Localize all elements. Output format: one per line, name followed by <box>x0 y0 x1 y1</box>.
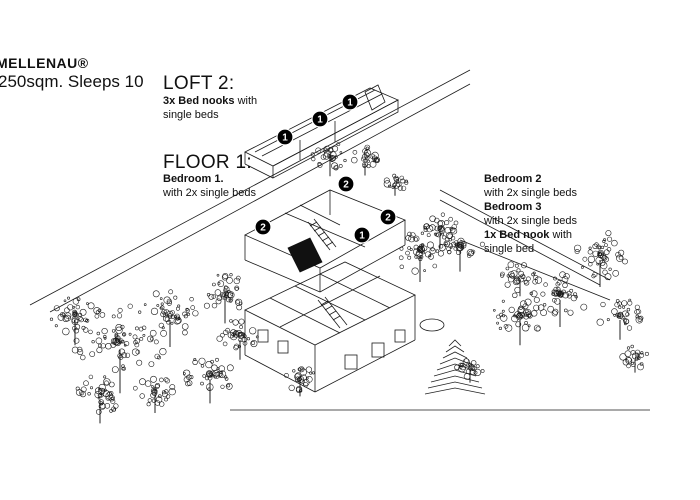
marker-badge-5: 2 <box>379 208 397 226</box>
tree-14 <box>529 271 588 327</box>
tree-18 <box>454 358 485 383</box>
bedroom-2-label: Bedroom 2 <box>484 173 542 185</box>
loft-rest-1: with <box>234 95 258 107</box>
tree-12 <box>423 212 459 249</box>
trees-layer <box>49 142 649 424</box>
tree-21 <box>75 374 119 424</box>
marker-number: 1 <box>282 133 288 144</box>
tree-7 <box>283 366 315 397</box>
tree-9 <box>351 144 381 176</box>
tree-5 <box>216 318 259 360</box>
marker-number: 1 <box>317 115 323 126</box>
marker-number: 1 <box>359 231 365 242</box>
marker-badge-1: 1 <box>276 128 294 146</box>
marker-number: 2 <box>343 180 349 191</box>
tree-20 <box>619 344 649 373</box>
tree-19 <box>383 173 409 196</box>
marker-badge-4: 2 <box>337 175 355 193</box>
tree-22 <box>133 375 176 413</box>
marker-badge-3: 1 <box>341 93 359 111</box>
marker-number: 2 <box>385 213 391 224</box>
tree-15 <box>573 230 628 287</box>
right-notes: Bedroom 2 with 2x single beds Bedroom 3 … <box>484 172 577 256</box>
tree-4 <box>203 272 243 324</box>
road-lines <box>29 69 650 411</box>
tree-16 <box>596 298 644 340</box>
bed-nook-rest-2: single bed <box>484 243 535 255</box>
tree-8 <box>310 142 347 177</box>
bedroom-1-label: Bedroom 1. <box>163 173 224 185</box>
bed-nook-label: 1x Bed nook <box>484 229 550 241</box>
bedroom-1-detail: with 2x single beds <box>163 187 256 199</box>
floor-1-volume <box>244 189 406 293</box>
conifer-tree <box>424 339 486 395</box>
tree-6 <box>183 357 234 404</box>
marker-badge-7: 1 <box>353 226 371 244</box>
marker-number: 1 <box>347 98 353 109</box>
marker-badge-6: 2 <box>254 218 272 236</box>
bedroom-2-detail: with 2x single beds <box>484 187 577 199</box>
loft-heading: LOFT 2: <box>163 73 235 94</box>
tree-13 <box>492 292 545 346</box>
tree-11 <box>435 224 485 272</box>
loft-description: 3x Bed nooks with single beds <box>163 94 257 122</box>
brand-name: MELLENAU® <box>0 55 89 71</box>
bed-nook-rest-1: with <box>549 229 573 241</box>
floor-heading: FLOOR 1: <box>163 152 252 173</box>
loft-bold: 3x Bed nooks <box>163 95 235 107</box>
size-summary: 250sqm. Sleeps 10 <box>0 72 144 91</box>
marker-number: 2 <box>260 223 266 234</box>
ground-floor-volume <box>244 261 416 393</box>
tree-2 <box>143 289 199 347</box>
bedroom-3-detail: with 2x single beds <box>484 215 577 227</box>
marker-layer: 1 1 1 2 2 2 1 <box>254 93 397 244</box>
floor-description: Bedroom 1. with 2x single beds <box>163 172 256 200</box>
loft-rest-2: single beds <box>163 109 219 121</box>
marker-badge-2: 1 <box>311 110 329 128</box>
bedroom-3-label: Bedroom 3 <box>484 201 542 213</box>
tree-1 <box>71 303 167 394</box>
floor-1-stair <box>307 218 337 251</box>
lawn-ring <box>419 318 445 332</box>
tree-3 <box>49 296 106 346</box>
tree-17 <box>500 261 539 297</box>
